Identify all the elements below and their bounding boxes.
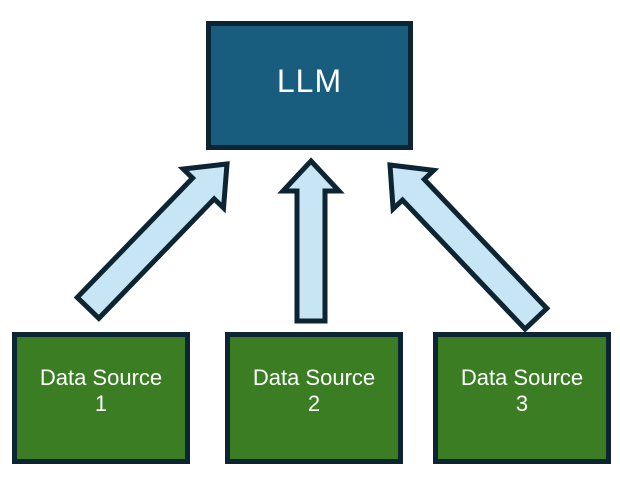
data-source-2-node: Data Source 2 [225, 332, 403, 464]
arrow-data-source-3-to-llm [387, 162, 551, 333]
up-arrow-icon [277, 157, 345, 324]
llm-node: LLM [206, 21, 413, 150]
llm-label: LLM [276, 62, 343, 99]
data-source-2-label: Data Source [252, 364, 376, 390]
data-source-1-label: Data Source [39, 364, 163, 390]
up-left-arrow-icon [387, 162, 551, 333]
up-right-arrow-icon [73, 161, 230, 322]
data-source-3-node: Data Source 3 [433, 332, 611, 464]
data-source-1-node: Data Source 1 [12, 332, 190, 464]
arrow-data-source-2-to-llm [277, 157, 345, 324]
data-source-3-label: Data Source [460, 364, 584, 390]
data-source-2-number: 2 [307, 391, 321, 416]
data-source-1-number: 1 [94, 391, 108, 416]
arrow-data-source-1-to-llm [73, 161, 230, 322]
data-source-3-number: 3 [515, 391, 529, 416]
